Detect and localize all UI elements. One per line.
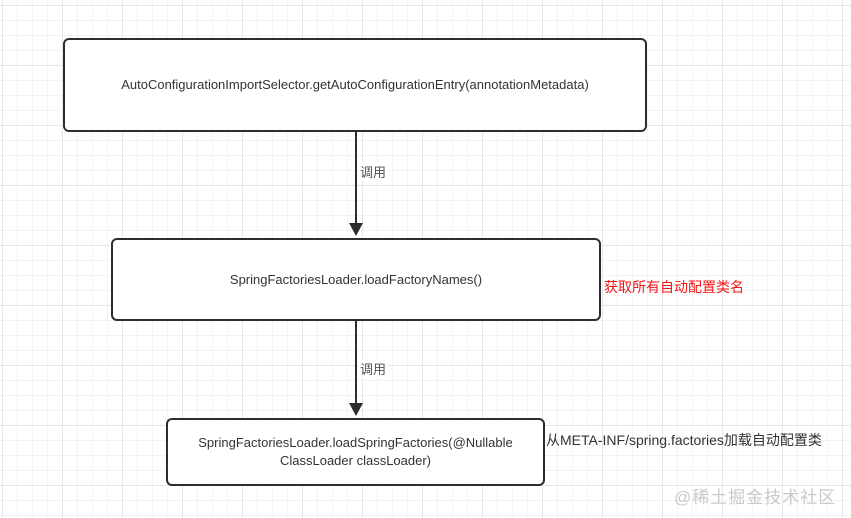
arrow-line (355, 321, 357, 404)
flow-node-load-spring-factories: SpringFactoriesLoader.loadSpringFactorie… (166, 418, 545, 486)
arrow-head-icon (349, 403, 363, 416)
flow-node-get-auto-configuration-entry: AutoConfigurationImportSelector.getAutoC… (63, 38, 647, 132)
node-label: SpringFactoriesLoader.loadSpringFactorie… (198, 435, 513, 468)
arrow-head-icon (349, 223, 363, 236)
annotation-load-from-spring-factories: 从META-INF/spring.factories加载自动配置类 (546, 432, 822, 448)
juejin-watermark: @稀土掘金技术社区 (674, 488, 837, 507)
annotation-get-all-auto-config-class-names: 获取所有自动配置类名 (604, 279, 744, 295)
flow-node-load-factory-names: SpringFactoriesLoader.loadFactoryNames() (111, 238, 601, 321)
node-label: SpringFactoriesLoader.loadFactoryNames() (229, 271, 483, 287)
node-label: AutoConfigurationImportSelector.getAutoC… (121, 77, 589, 93)
arrow-line (355, 132, 357, 224)
edge-label-call: 调用 (358, 162, 389, 181)
edge-label-call: 调用 (358, 359, 389, 378)
